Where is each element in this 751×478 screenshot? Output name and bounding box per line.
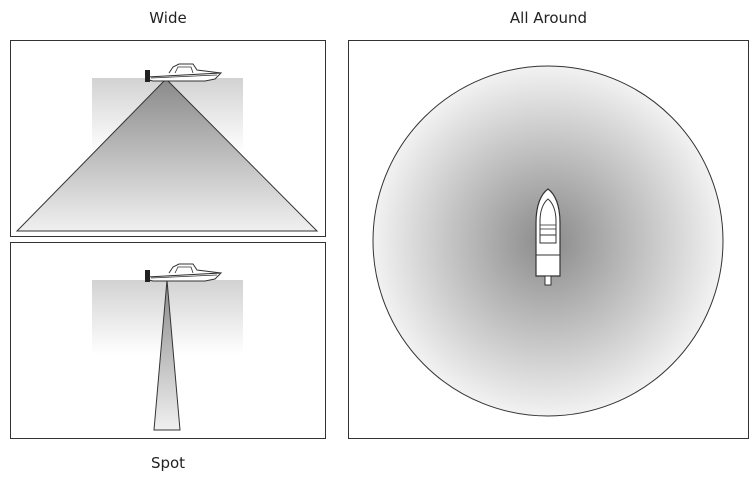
all-around-beam-illustration [349,41,749,439]
spot-beam-illustration [11,243,326,439]
all-around-mode-label: All Around [348,9,749,27]
wide-beam-panel [10,40,326,237]
boat-side-icon [145,64,221,82]
boat-top-icon [536,189,560,285]
wide-beam-illustration [11,41,326,237]
all-around-beam-panel [348,40,749,439]
spot-mode-label: Spot [10,454,326,472]
wide-sonar-beam [17,79,317,231]
wide-mode-label: Wide [10,9,326,27]
boat-side-icon [145,264,221,282]
spot-beam-panel [10,242,326,439]
